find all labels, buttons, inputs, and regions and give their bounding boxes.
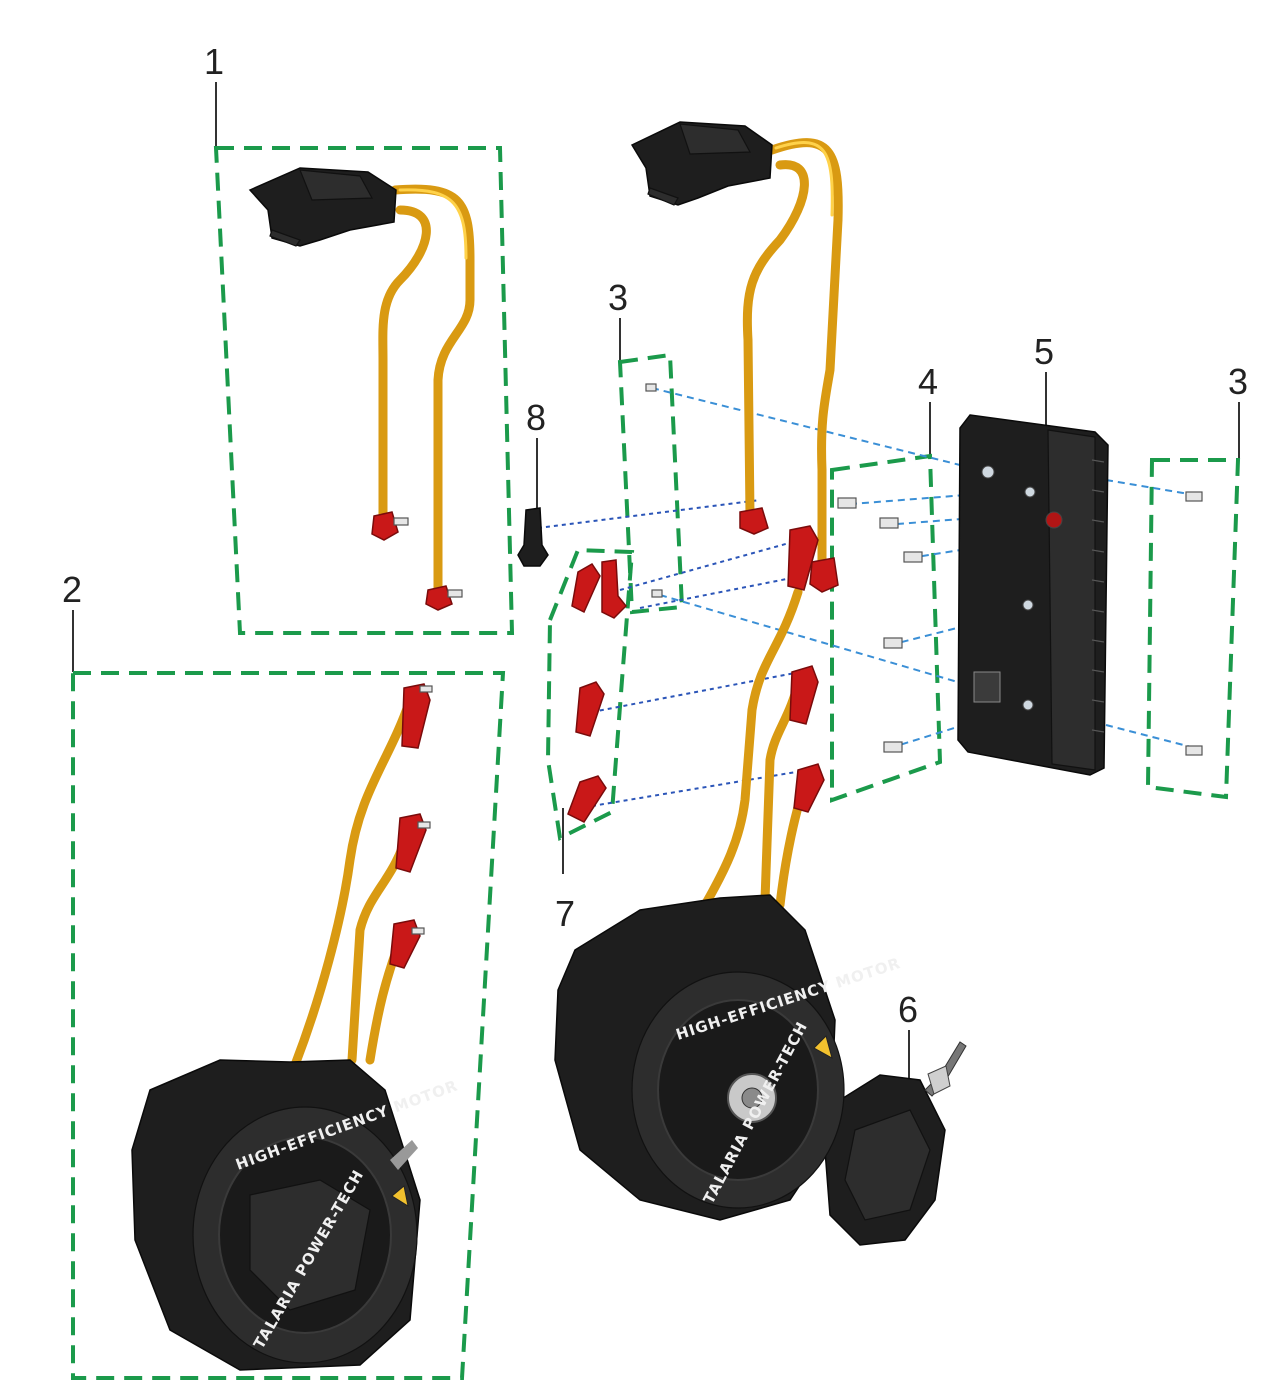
group-box-1 [213, 146, 515, 635]
callout-1: 1 [204, 41, 224, 148]
encoder-cover-6 [824, 1041, 967, 1246]
group-box-4 [830, 453, 943, 803]
svg-text:7: 7 [555, 893, 575, 934]
ring-lug-right-b [809, 557, 839, 593]
svg-text:2: 2 [62, 569, 82, 610]
connector-plug-right [630, 121, 773, 206]
bolts-4 [837, 497, 923, 753]
svg-text:3: 3 [1228, 361, 1248, 402]
group-box-2 [71, 671, 506, 1380]
svg-text:5: 5 [1034, 331, 1054, 372]
ring-lug-right-a [739, 507, 769, 535]
callout-5: 5 [1034, 331, 1054, 428]
controller-5 [957, 414, 1109, 776]
ring-lug-left-b [425, 585, 463, 611]
svg-text:3: 3 [608, 277, 628, 318]
motor-left: HIGH-EFFICIENCY MOTOR TALARIA POWER-TECH [131, 683, 460, 1371]
ring-lug-left-a [371, 511, 409, 541]
callout-4: 4 [918, 361, 938, 456]
wire-harness-right [630, 121, 843, 593]
callout-7: 7 [555, 808, 575, 934]
controller-fins [1091, 459, 1105, 733]
callout-2: 2 [62, 569, 82, 672]
svg-text:4: 4 [918, 361, 938, 402]
callout-3-right: 3 [1228, 361, 1248, 460]
lug-caps-7 [567, 559, 628, 823]
callout-8: 8 [526, 397, 546, 508]
group-box-3-right [1145, 458, 1241, 800]
wire-harness-left [248, 167, 475, 611]
svg-text:6: 6 [898, 989, 918, 1030]
sensor-plug-8 [517, 507, 549, 567]
svg-text:1: 1 [204, 41, 224, 82]
callout-6: 6 [898, 989, 918, 1080]
group-box-7 [545, 547, 635, 842]
svg-text:8: 8 [526, 397, 546, 438]
motor-right: HIGH-EFFICIENCY MOTOR TALARIA POWER-TECH [554, 525, 903, 1221]
screws-3 [645, 383, 1203, 756]
connector-plug-left [248, 167, 397, 247]
callout-3-left: 3 [608, 277, 628, 360]
group-box-3-left [617, 352, 685, 615]
